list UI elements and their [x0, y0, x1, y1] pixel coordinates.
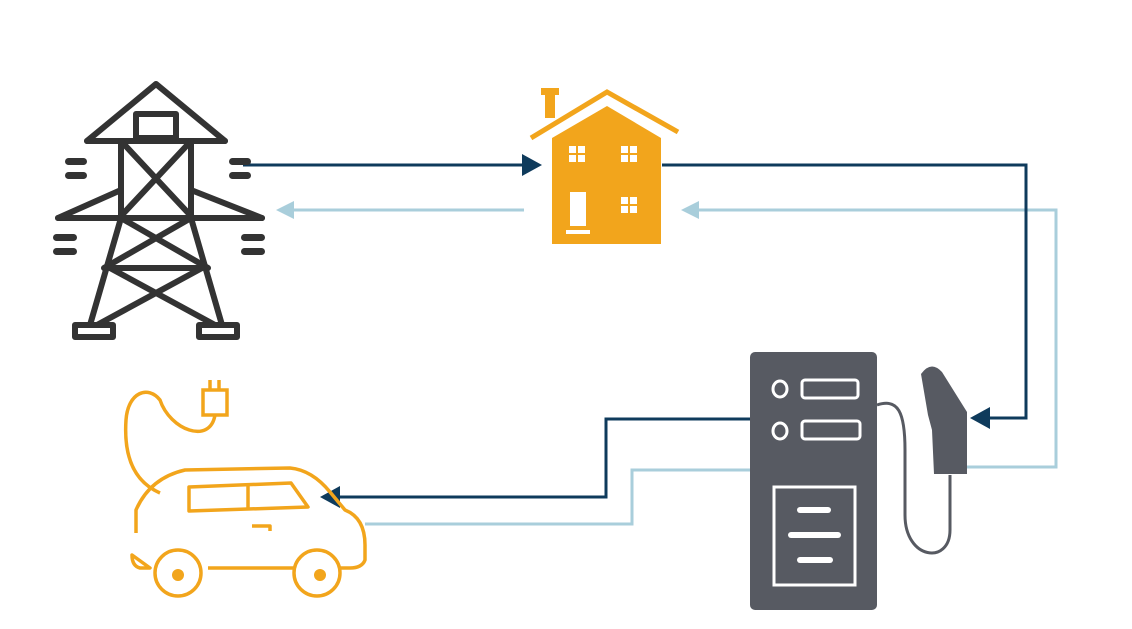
plug-icon: [123, 380, 229, 495]
flow-tower-to-house-arrowhead: [522, 154, 542, 176]
flow-car-to-charger: [365, 468, 750, 526]
flow-house-to-tower-arrowhead: [276, 201, 294, 219]
ev-charging-station-icon: [750, 352, 967, 610]
house-windows: [566, 146, 637, 234]
flow-charger-to-house: [694, 208, 1058, 469]
flow-charger-to-car: [337, 417, 750, 499]
flow-charger-to-house-arrowhead: [681, 201, 699, 219]
flow-house-to-charger: [662, 163, 1028, 420]
flow-house-to-charger-arrowhead: [970, 407, 990, 429]
flow-charger-to-car-arrowhead: [320, 486, 340, 508]
house-icon: [529, 88, 680, 244]
flow-lines: [243, 154, 1058, 526]
electric-car-icon: [123, 380, 367, 598]
transmission-tower-icon: [53, 81, 265, 340]
